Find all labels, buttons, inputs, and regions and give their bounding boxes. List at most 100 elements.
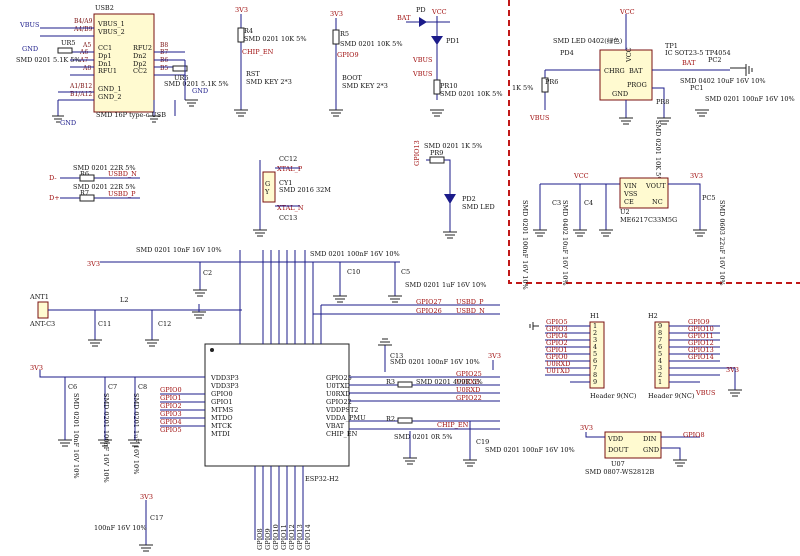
svg-text:8: 8 xyxy=(593,371,597,379)
svg-text:SMD LED: SMD LED xyxy=(462,203,495,211)
svg-text:C7: C7 xyxy=(108,383,117,391)
svg-text:SMD 2016 32M: SMD 2016 32M xyxy=(279,186,331,194)
svg-text:GPIO11: GPIO11 xyxy=(280,524,288,550)
svg-text:GND: GND xyxy=(22,45,38,53)
svg-text:G: G xyxy=(265,180,270,188)
svg-text:L2: L2 xyxy=(120,296,128,304)
svg-text:PC2: PC2 xyxy=(708,56,721,64)
svg-text:SMD 0201 10K 5%: SMD 0201 10K 5% xyxy=(654,120,662,183)
svg-text:100nF 16V 10%: 100nF 16V 10% xyxy=(94,524,147,532)
header-h1: H1 Header 9(NC) GPIO5 GPIO3 GPIO4 GPIO2 … xyxy=(529,312,637,400)
crystal-circuit: CC12 CC13 CY1 SMD 2016 32M XTAL_P XTAL_N… xyxy=(253,155,331,237)
svg-text:U0TXD: U0TXD xyxy=(546,367,570,375)
svg-text:XTAL_P: XTAL_P xyxy=(277,165,303,173)
svg-text:GPIO14: GPIO14 xyxy=(688,353,714,361)
svg-text:A4/B9: A4/B9 xyxy=(73,26,93,33)
svg-text:Dp2: Dp2 xyxy=(133,60,147,68)
svg-text:3: 3 xyxy=(658,364,662,372)
svg-text:VSS: VSS xyxy=(623,190,638,198)
svg-text:1: 1 xyxy=(658,378,662,386)
svg-text:UR6: UR6 xyxy=(174,74,189,82)
svg-text:SMD 0201 5.1K 5%: SMD 0201 5.1K 5% xyxy=(16,56,81,64)
svg-text:VBUS: VBUS xyxy=(19,21,39,29)
svg-text:1: 1 xyxy=(593,322,597,330)
svg-text:GPIO1: GPIO1 xyxy=(211,398,233,406)
svg-text:XTAL_N: XTAL_N xyxy=(277,204,304,212)
esp32-module: ESP32-H2 GPIO27 USBD_P GPIO26 USBD_N VDD… xyxy=(30,250,575,552)
svg-text:PR10: PR10 xyxy=(440,82,458,90)
svg-text:C5: C5 xyxy=(401,268,410,276)
svg-text:SMD LED 0402(绿色): SMD LED 0402(绿色) xyxy=(553,36,623,45)
svg-text:7: 7 xyxy=(593,364,597,372)
svg-text:B4/A9: B4/A9 xyxy=(74,18,93,25)
ldo-circuit: VCC VIN VSS CE VOUT NC U2 ME6217C33M5G 3… xyxy=(521,172,726,290)
svg-text:2: 2 xyxy=(658,371,662,379)
svg-text:SMD 0807-WS2812B: SMD 0807-WS2812B xyxy=(585,468,654,476)
svg-text:SMD 0201 1uF 16V 10%: SMD 0201 1uF 16V 10% xyxy=(132,393,140,474)
supply-rail: 3V3 SMD 0201 10nF 16V 10% C2 SMD 0201 10… xyxy=(87,246,486,303)
svg-text:RST: RST xyxy=(246,70,260,78)
svg-text:C11: C11 xyxy=(98,320,111,328)
charger-circuit: VCC SMD LED 0402(绿色) PD4 TP1 IC SOT23-5 … xyxy=(512,8,795,183)
svg-text:VCC: VCC xyxy=(431,8,447,16)
svg-text:SMD 0201 100nF 16V 10%: SMD 0201 100nF 16V 10% xyxy=(102,393,110,483)
svg-text:D+: D+ xyxy=(49,194,60,202)
svg-text:GND: GND xyxy=(643,446,659,454)
svg-text:RFU1: RFU1 xyxy=(98,67,117,75)
svg-text:MTDO: MTDO xyxy=(211,414,233,422)
svg-text:1K 5%: 1K 5% xyxy=(512,84,533,92)
svg-text:CY1: CY1 xyxy=(279,179,292,187)
svg-text:GPIO25: GPIO25 xyxy=(456,370,482,378)
svg-text:GPIO26: GPIO26 xyxy=(416,307,442,315)
svg-text:CHIP_EN: CHIP_EN xyxy=(326,430,358,438)
svg-text:U0RXD: U0RXD xyxy=(326,390,350,398)
power-path: BAT PD VCC PD1 VBUS VBUS PR10 SMD 0201 1… xyxy=(397,6,503,117)
svg-text:C2: C2 xyxy=(203,269,212,277)
svg-text:C8: C8 xyxy=(138,383,147,391)
svg-text:CC2: CC2 xyxy=(133,67,147,75)
svg-text:VOUT: VOUT xyxy=(645,182,666,190)
svg-text:3V3: 3V3 xyxy=(580,424,593,432)
svg-text:GPIO8: GPIO8 xyxy=(683,431,705,439)
svg-text:Header 9(NC): Header 9(NC) xyxy=(648,392,695,400)
svg-text:GND: GND xyxy=(612,90,628,98)
svg-text:PD: PD xyxy=(416,6,426,14)
svg-text:VBUS: VBUS xyxy=(412,70,432,78)
svg-text:C12: C12 xyxy=(158,320,171,328)
svg-text:SMD 0201 0R 5%: SMD 0201 0R 5% xyxy=(394,433,452,441)
svg-text:GPIO14: GPIO14 xyxy=(304,524,312,550)
svg-text:U07: U07 xyxy=(611,460,625,468)
svg-text:3V3: 3V3 xyxy=(330,10,343,18)
svg-text:Y: Y xyxy=(264,188,270,196)
svg-text:4: 4 xyxy=(658,357,662,365)
svg-text:6: 6 xyxy=(658,343,662,351)
svg-text:GPIO13: GPIO13 xyxy=(296,524,304,550)
svg-text:VIN: VIN xyxy=(623,182,637,190)
svg-text:IC SOT23-5 TP4054: IC SOT23-5 TP4054 xyxy=(665,49,731,57)
svg-text:GND_2: GND_2 xyxy=(98,93,121,101)
svg-text:PR9: PR9 xyxy=(430,149,443,157)
svg-text:GPIO13: GPIO13 xyxy=(413,140,421,166)
svg-text:GPIO9: GPIO9 xyxy=(688,318,710,326)
svg-text:R2: R2 xyxy=(386,415,395,423)
ws2812b-led: 3V3 VDD DOUT DIN GND U07 SMD 0807-WS2812… xyxy=(580,424,705,476)
svg-text:C19: C19 xyxy=(476,438,489,446)
svg-text:SMD KEY 2*3: SMD KEY 2*3 xyxy=(246,78,292,86)
charger-region-border xyxy=(508,0,800,284)
svg-text:SMD 0201 100nF 16V 10%: SMD 0201 100nF 16V 10% xyxy=(485,446,575,454)
svg-text:VBUS: VBUS xyxy=(695,389,715,397)
svg-text:ANT1: ANT1 xyxy=(29,293,49,301)
svg-text:USBD_N: USBD_N xyxy=(456,307,485,315)
svg-text:VBUS: VBUS xyxy=(529,114,549,122)
svg-text:B1/A12: B1/A12 xyxy=(70,91,92,98)
svg-text:CHRG: CHRG xyxy=(604,67,625,75)
svg-text:CC12: CC12 xyxy=(279,155,297,163)
svg-text:GND: GND xyxy=(60,119,76,127)
svg-text:USBD_N: USBD_N xyxy=(108,170,137,178)
svg-text:VDD3P3: VDD3P3 xyxy=(210,382,239,390)
svg-text:PR8: PR8 xyxy=(656,98,669,106)
svg-text:MTMS: MTMS xyxy=(211,406,233,414)
svg-text:C10: C10 xyxy=(347,268,360,276)
svg-text:B8: B8 xyxy=(160,42,168,49)
svg-text:GPIO27: GPIO27 xyxy=(416,298,442,306)
